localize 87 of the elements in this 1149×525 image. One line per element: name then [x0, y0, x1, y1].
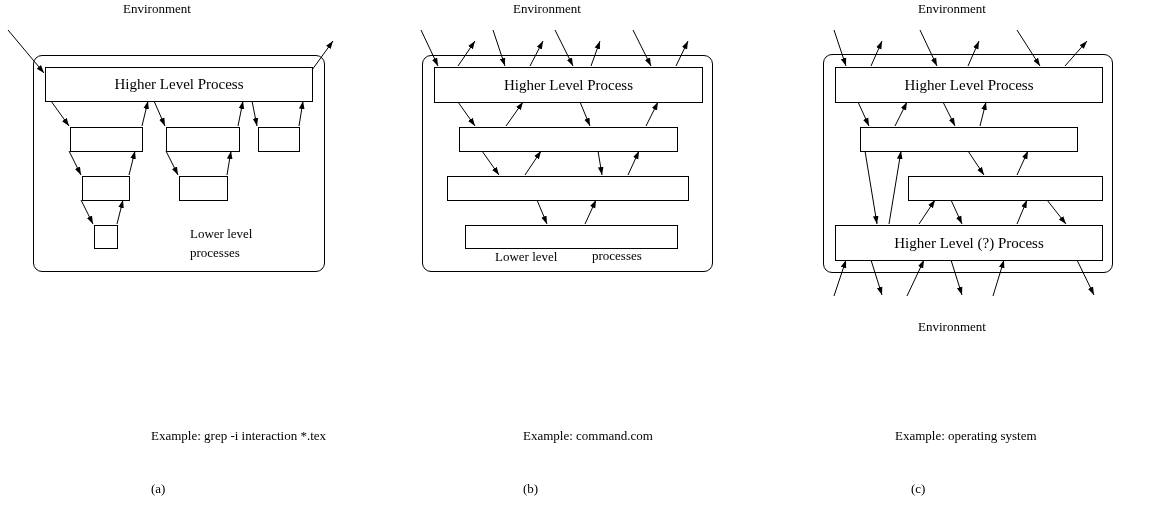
example-caption: Example: command.com — [523, 429, 653, 443]
arrow — [457, 101, 476, 127]
process-box — [908, 176, 1103, 201]
arrow — [919, 29, 938, 67]
system-frame — [33, 55, 325, 272]
arrow — [226, 150, 233, 176]
arrow — [857, 101, 870, 127]
arrow — [675, 40, 689, 67]
arrow — [80, 199, 94, 225]
arrow — [870, 40, 883, 67]
panel-letter: (a) — [151, 482, 166, 496]
process-box: Higher Level (?) Process — [835, 225, 1103, 261]
panel-letter: (c) — [911, 482, 926, 496]
arrow — [492, 29, 506, 67]
arrow — [251, 100, 259, 127]
arrow — [153, 100, 166, 127]
environment-label: Environment — [918, 320, 986, 334]
arrow — [584, 199, 597, 225]
process-box — [179, 176, 228, 201]
example-caption: Example: grep -i interaction *.tex — [151, 429, 327, 443]
arrow — [7, 29, 45, 74]
arrow — [950, 199, 963, 225]
system-frame — [422, 55, 713, 272]
arrow — [68, 150, 82, 176]
arrow — [864, 150, 879, 225]
environment-label: Environment — [513, 2, 581, 16]
process-box — [70, 127, 143, 152]
system-frame — [823, 54, 1113, 273]
arrow — [579, 101, 591, 127]
arrow — [529, 40, 544, 67]
arrow — [906, 259, 925, 297]
arrow — [128, 150, 136, 176]
arrow — [116, 199, 124, 225]
arrow — [1016, 199, 1028, 225]
arrow — [298, 100, 305, 127]
example-caption: Example: operating system — [895, 429, 1037, 443]
arrow — [870, 259, 883, 296]
panel-letter: (b) — [523, 482, 539, 496]
process-box: Higher Level Process — [45, 67, 313, 102]
arrow — [590, 40, 601, 67]
arrow — [888, 150, 903, 225]
note-text: Lower level processes — [190, 225, 254, 262]
process-box — [82, 176, 130, 201]
arrow — [942, 101, 956, 127]
arrow — [1046, 199, 1067, 225]
arrow — [967, 40, 980, 67]
arrow — [894, 101, 908, 127]
arrow — [627, 150, 640, 176]
arrow — [1064, 40, 1088, 67]
arrow — [481, 150, 500, 176]
arrow — [420, 29, 439, 67]
arrow — [1076, 259, 1095, 296]
arrow — [505, 101, 524, 127]
process-box: Higher Level Process — [434, 67, 703, 103]
arrow — [918, 199, 936, 225]
arrow — [632, 29, 652, 67]
arrow — [1016, 150, 1029, 176]
process-box — [447, 176, 689, 201]
environment-label: Environment — [918, 2, 986, 16]
arrow — [524, 150, 542, 176]
arrow — [1016, 29, 1041, 67]
process-box — [258, 127, 300, 152]
arrow — [141, 100, 149, 127]
arrow — [536, 199, 548, 225]
arrow — [979, 101, 987, 127]
arrow — [967, 150, 985, 176]
process-box — [166, 127, 240, 152]
process-box — [94, 225, 118, 249]
arrow — [457, 40, 476, 67]
arrow — [165, 150, 179, 176]
environment-label: Environment — [123, 2, 191, 16]
note-text: Lower level — [495, 250, 558, 264]
process-box: Higher Level Process — [835, 67, 1103, 103]
process-box — [860, 127, 1078, 152]
arrow — [992, 259, 1005, 297]
process-box — [459, 127, 678, 152]
arrow — [554, 29, 574, 67]
arrow — [950, 259, 963, 296]
arrow — [833, 29, 847, 67]
arrow — [597, 150, 604, 176]
arrow — [645, 101, 659, 127]
process-box — [465, 225, 678, 249]
arrow — [50, 100, 70, 127]
note-text: processes — [592, 249, 642, 263]
arrow — [237, 100, 245, 127]
arrow — [833, 259, 847, 297]
arrow — [311, 40, 334, 71]
